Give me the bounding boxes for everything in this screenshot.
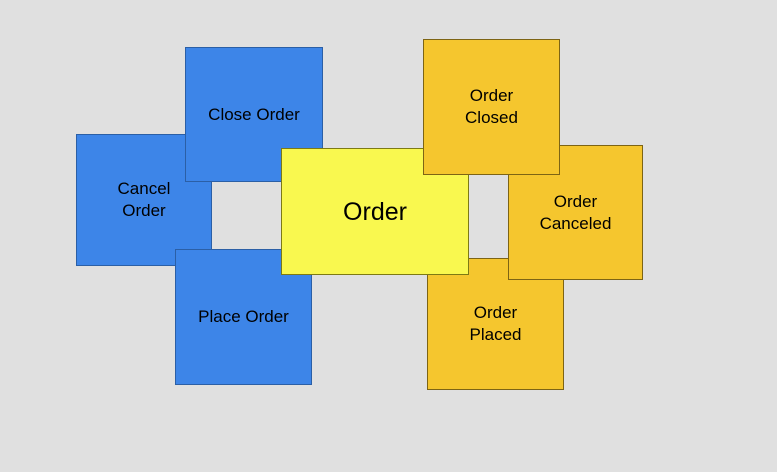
node-order-placed[interactable]: Order Placed: [427, 258, 564, 390]
node-order-closed[interactable]: Order Closed: [423, 39, 560, 175]
node-close-order[interactable]: Close Order: [185, 47, 323, 182]
